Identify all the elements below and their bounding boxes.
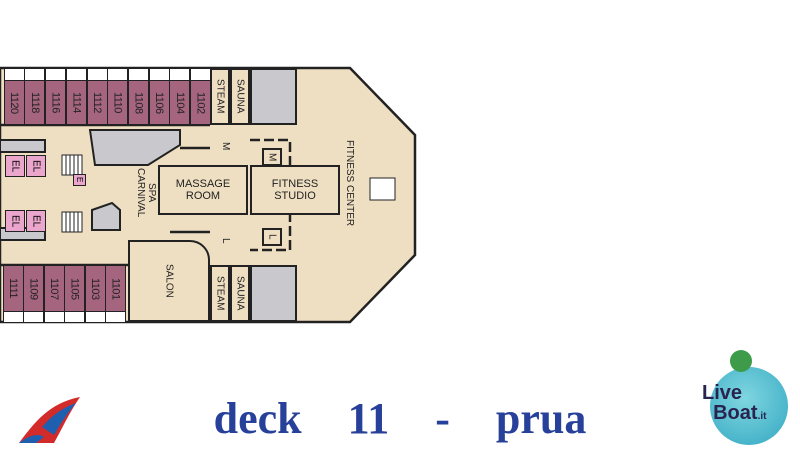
m-room: M [262, 148, 282, 166]
deck-title: deck 11 - prua [213, 394, 587, 443]
liveboat-logo: Live Boat.it [700, 345, 795, 450]
fitness-studio: FITNESS STUDIO [250, 165, 340, 215]
fitness-center-label: FITNESS CENTER [344, 140, 355, 227]
cabin[interactable]: 1120 [3, 80, 25, 125]
cabin[interactable]: 1102 [190, 80, 211, 125]
l-room: L [262, 228, 282, 246]
cabin[interactable]: 1114 [65, 80, 87, 125]
cabin[interactable]: 1106 [148, 80, 170, 125]
sauna-bottom: SAUNA [230, 265, 250, 322]
salon: SALON [128, 240, 210, 322]
massage-room: MASSAGE ROOM [158, 165, 248, 215]
steam-room-top: STEAM [210, 68, 230, 125]
cabin[interactable]: 1109 [23, 265, 44, 312]
window [23, 311, 44, 323]
spa-carnival-label: SPA CARNIVAL [135, 168, 157, 218]
storage-bottom [250, 265, 297, 322]
window [105, 311, 126, 323]
cabin[interactable]: 1104 [169, 80, 191, 125]
window [64, 311, 85, 323]
window [2, 311, 24, 323]
m-restroom-label: M [220, 142, 231, 151]
storage-top [250, 68, 297, 125]
cabin[interactable]: 1110 [107, 80, 129, 125]
sauna-top: SAUNA [230, 68, 250, 125]
carnival-logo [19, 397, 80, 443]
cabin[interactable]: 1111 [2, 265, 24, 312]
window [43, 311, 65, 323]
cabin[interactable]: 1105 [64, 265, 85, 312]
cabin[interactable]: 1103 [84, 265, 106, 312]
cabin[interactable]: 1101 [105, 265, 126, 312]
steam-room-bottom: STEAM [210, 265, 230, 322]
cabin[interactable]: 1118 [24, 80, 46, 125]
cabin[interactable]: 1116 [45, 80, 67, 125]
elevator-small: E [73, 174, 86, 186]
cabin[interactable]: 1112 [86, 80, 108, 125]
cabin[interactable]: 1108 [127, 80, 149, 125]
elevator: EL [26, 210, 46, 232]
elevator: EL [26, 155, 46, 177]
elevator: EL [5, 210, 25, 232]
elevator: EL [5, 155, 25, 177]
l-restroom-label: L [220, 238, 231, 244]
cabin[interactable]: 1107 [43, 265, 65, 312]
window [84, 311, 106, 323]
